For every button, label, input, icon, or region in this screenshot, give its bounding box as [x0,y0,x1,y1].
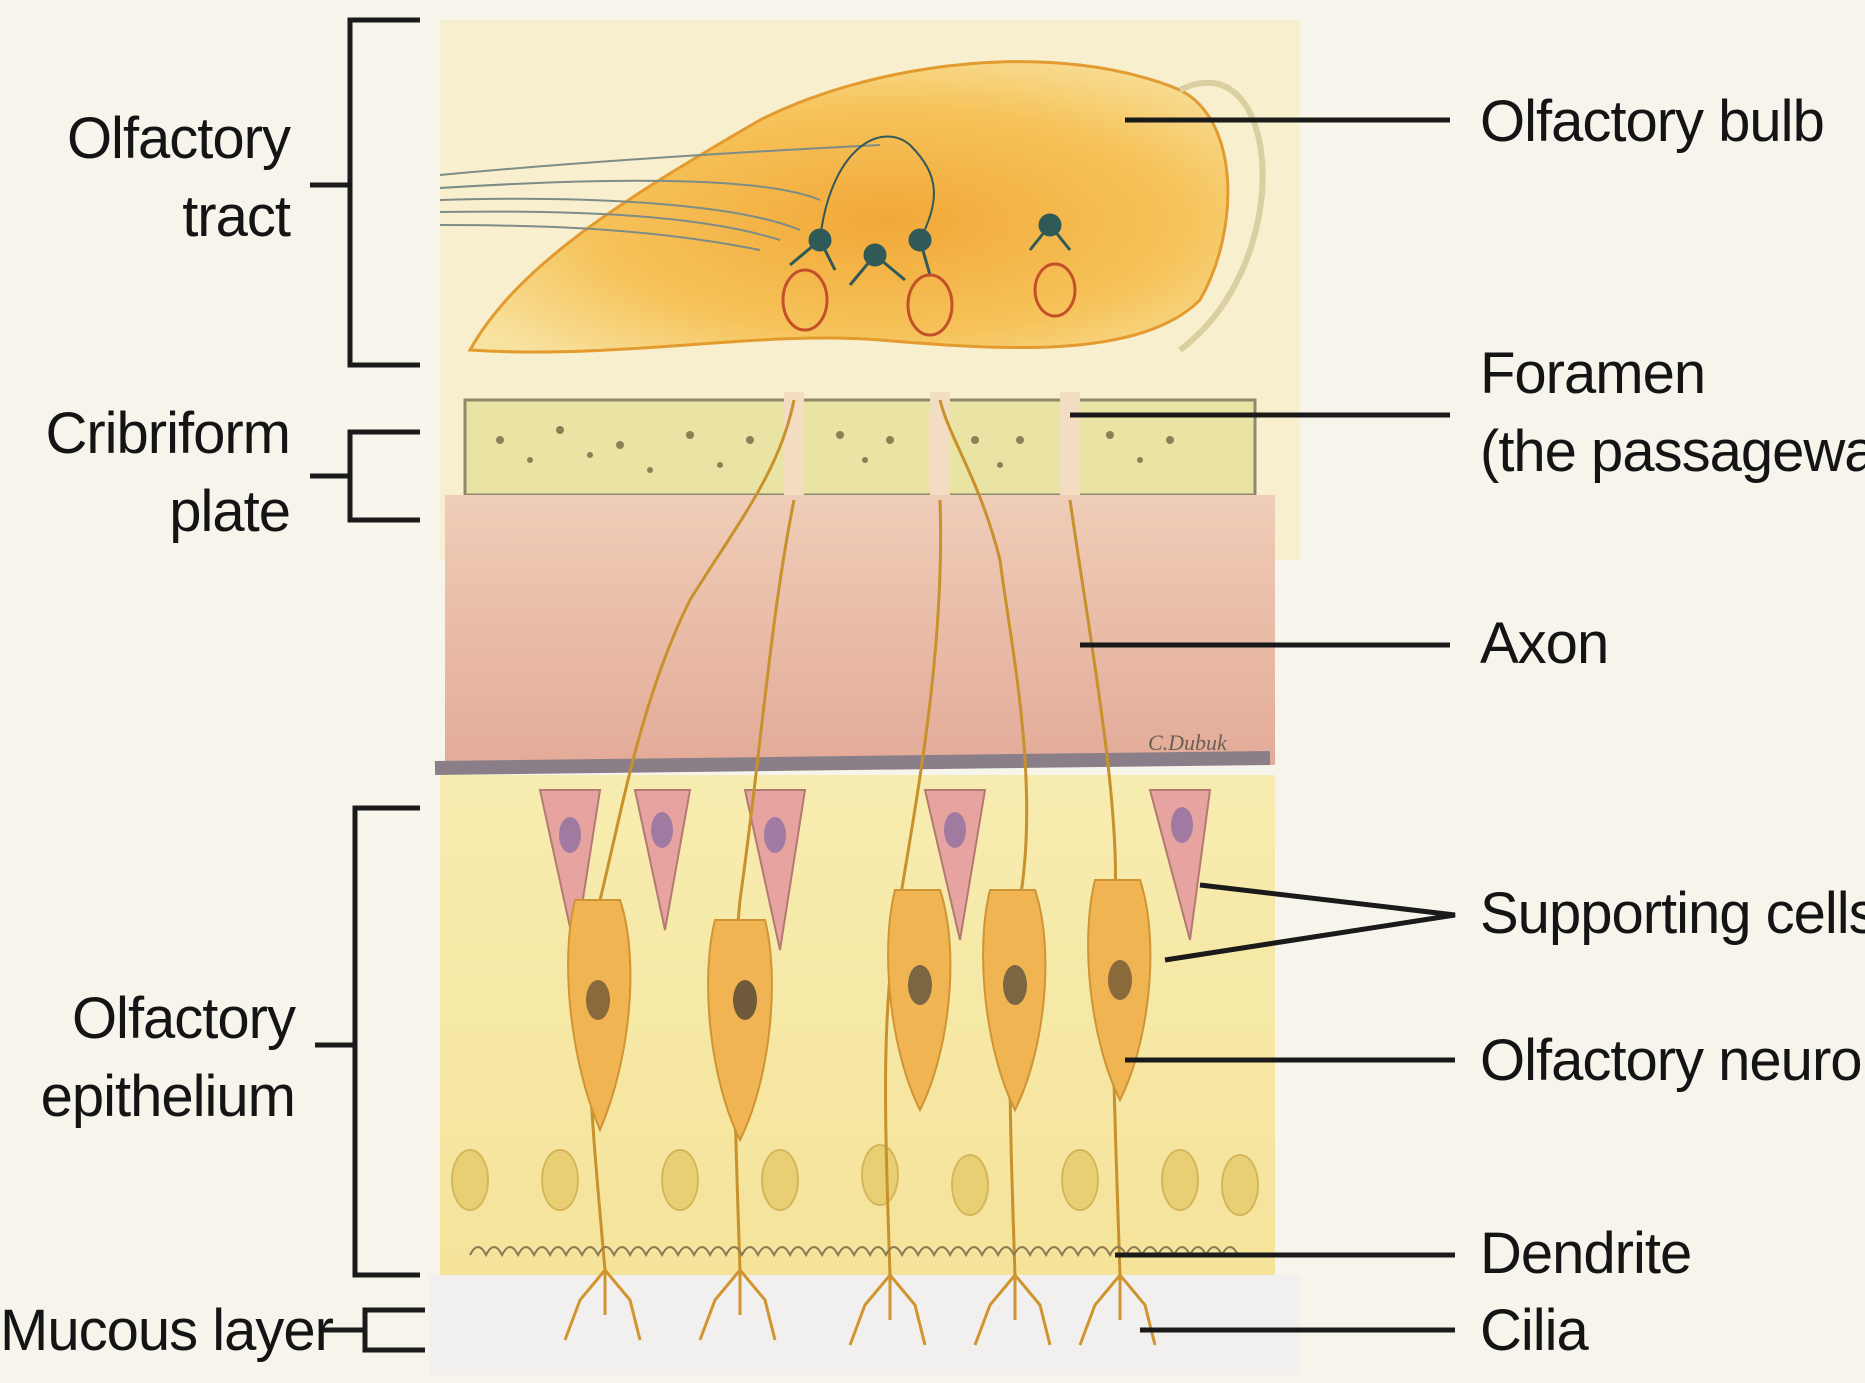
olfactory-tract-bracket [310,20,420,365]
label-supporting-cells: Supporting cells [1480,875,1865,953]
label-cribriform-plate-line2: plate [30,473,290,551]
basement-membrane [435,758,1270,768]
label-olfactory-neuron: Olfactory neuron [1480,1022,1865,1100]
label-dendrite: Dendrite [1480,1215,1691,1293]
label-foramen-line1: Foramen [1480,335,1865,413]
label-cribriform-plate: Cribriform plate [30,395,290,551]
artist-signature: C.Dubuk [1148,730,1228,755]
lamina-propria [445,495,1275,765]
label-olfactory-epithelium-line1: Olfactory [20,980,295,1058]
label-olfactory-tract: Olfactory tract [60,100,290,256]
label-mucous-layer: Mucous layer [0,1292,300,1370]
label-foramen-line2: (the passageway) [1480,413,1865,491]
label-olfactory-epithelium: Olfactory epithelium [20,980,295,1136]
label-cilia: Cilia [1480,1292,1588,1370]
label-foramen: Foramen (the passageway) [1480,335,1865,491]
olfactory-epithelium-bracket [315,808,420,1275]
left-brackets [310,20,425,1350]
mucous-layer-bracket [320,1310,425,1350]
label-axon: Axon [1480,605,1608,683]
label-olfactory-tract-line2: tract [60,178,290,256]
mucous-layer-shape [430,1275,1300,1375]
cribriform-plate-bracket [310,432,420,520]
label-cribriform-plate-line1: Cribriform [30,395,290,473]
label-olfactory-epithelium-line2: epithelium [20,1058,295,1136]
label-olfactory-tract-line1: Olfactory [60,100,290,178]
label-olfactory-bulb: Olfactory bulb [1480,83,1824,161]
